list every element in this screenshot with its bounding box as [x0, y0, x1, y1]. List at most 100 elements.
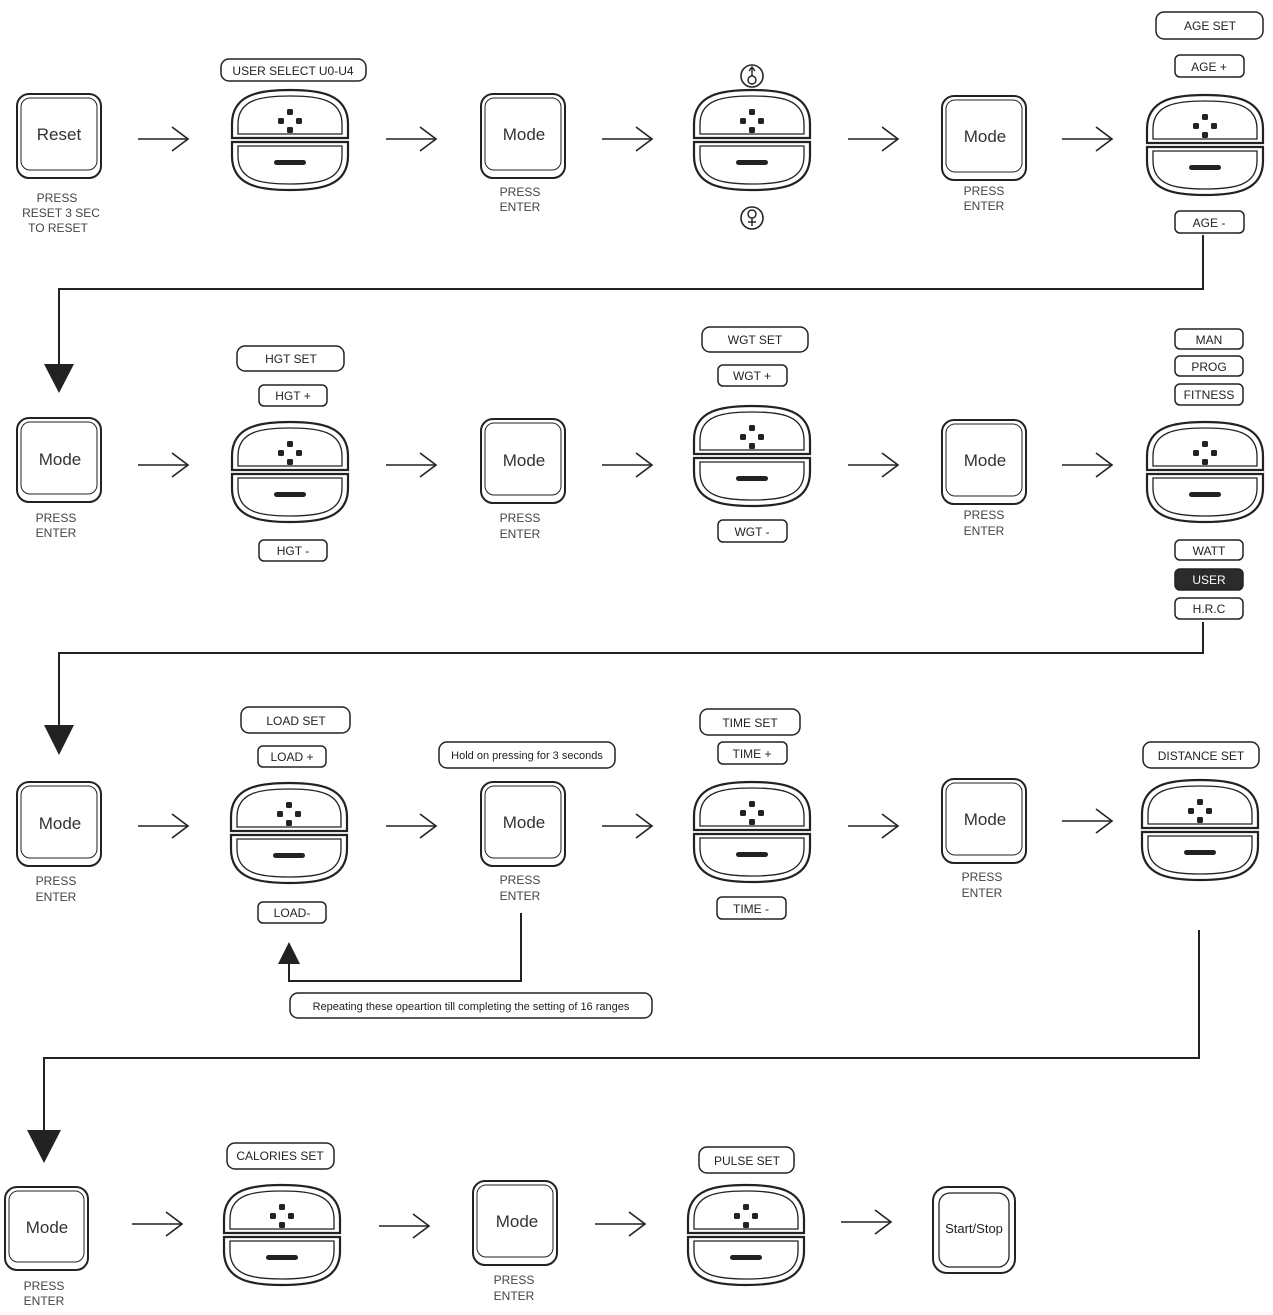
svg-text:Mode: Mode — [964, 451, 1007, 470]
svg-text:PRESS: PRESS — [964, 508, 1005, 522]
svg-text:ENTER: ENTER — [964, 524, 1005, 538]
svg-text:PRESS: PRESS — [36, 874, 77, 888]
flow-arrow — [601, 126, 653, 152]
male-icon — [740, 64, 764, 88]
svg-text:Mode: Mode — [39, 814, 82, 833]
svg-text:ENTER: ENTER — [500, 889, 541, 903]
gender-rocker[interactable] — [692, 88, 812, 192]
svg-text:HGT +: HGT + — [275, 389, 310, 403]
svg-text:PRESS: PRESS — [500, 185, 541, 199]
svg-text:TIME SET: TIME SET — [722, 716, 778, 730]
flow-arrow — [137, 813, 189, 839]
program-tag-user-selected: USER — [1174, 568, 1244, 591]
program-tag-hrc: H.R.C — [1174, 597, 1244, 620]
time-plus-tag: TIME + — [717, 741, 788, 765]
svg-text:ENTER: ENTER — [494, 1289, 535, 1303]
load-plus-tag: LOAD + — [257, 745, 327, 768]
mode-button-4[interactable]: Mode — [480, 418, 566, 504]
age-set-tag: AGE SET — [1155, 11, 1264, 40]
svg-text:PROG: PROG — [1191, 360, 1226, 374]
svg-text:Mode: Mode — [503, 125, 546, 144]
program-tag-fitness: FITNESS — [1174, 383, 1244, 406]
distance-rocker[interactable] — [1140, 778, 1260, 882]
svg-text:PRESS: PRESS — [500, 873, 541, 887]
loop-connector — [288, 913, 522, 982]
user-select-rocker[interactable] — [230, 88, 350, 192]
flow-arrow — [601, 452, 653, 478]
reset-caption-2: RESET 3 SEC — [22, 206, 100, 220]
pulse-set-tag: PULSE SET — [698, 1146, 795, 1174]
svg-text:WGT +: WGT + — [733, 369, 771, 383]
program-tag-watt: WATT — [1174, 539, 1244, 561]
svg-text:PULSE SET: PULSE SET — [714, 1154, 781, 1168]
svg-text:Repeating these opeartion till: Repeating these opeartion till completin… — [313, 1001, 630, 1013]
mode-button-8[interactable]: Mode — [941, 778, 1027, 864]
wgt-plus-tag: WGT + — [717, 364, 788, 387]
svg-text:AGE -: AGE - — [1193, 216, 1226, 230]
svg-text:Mode: Mode — [503, 813, 546, 832]
mode-button-10[interactable]: Mode — [472, 1180, 558, 1266]
svg-text:HGT SET: HGT SET — [265, 352, 317, 366]
svg-text:Hold on pressing for 3 seconds: Hold on pressing for 3 seconds — [451, 750, 603, 762]
svg-text:PRESS: PRESS — [494, 1273, 535, 1287]
svg-text:LOAD SET: LOAD SET — [266, 714, 326, 728]
load-rocker[interactable] — [229, 781, 349, 885]
loop-arrowhead — [278, 942, 300, 964]
svg-text:ENTER: ENTER — [500, 200, 541, 214]
program-rocker[interactable] — [1145, 420, 1265, 524]
mode-button-7[interactable]: Mode — [480, 781, 566, 867]
svg-text:PRESS: PRESS — [24, 1279, 65, 1293]
repeat-note-tag: Repeating these opeartion till completin… — [289, 992, 653, 1019]
svg-text:Start/Stop: Start/Stop — [945, 1221, 1003, 1236]
svg-text:LOAD +: LOAD + — [270, 750, 313, 764]
svg-text:WGT SET: WGT SET — [728, 333, 783, 347]
flow-arrow — [1061, 452, 1113, 478]
reset-button[interactable]: Reset — [16, 93, 102, 179]
svg-text:USER: USER — [1192, 573, 1226, 587]
svg-text:Mode: Mode — [496, 1212, 539, 1231]
flow-arrow — [601, 813, 653, 839]
mode-button-6[interactable]: Mode — [16, 781, 102, 867]
age-rocker[interactable] — [1145, 93, 1265, 197]
svg-text:ENTER: ENTER — [500, 527, 541, 541]
hgt-set-tag: HGT SET — [236, 345, 345, 372]
svg-text:WATT: WATT — [1193, 544, 1226, 558]
flow-arrow — [847, 452, 899, 478]
svg-text:ENTER: ENTER — [36, 890, 77, 904]
time-rocker[interactable] — [692, 780, 812, 884]
flow-arrow — [137, 126, 189, 152]
pulse-rocker[interactable] — [686, 1183, 806, 1287]
user-select-tag: USER SELECT U0-U4 — [220, 58, 367, 82]
svg-text:PRESS: PRESS — [36, 511, 77, 525]
flow-arrow — [1061, 126, 1113, 152]
connector-arrowhead — [44, 725, 74, 755]
mode-button-3[interactable]: Mode — [16, 417, 102, 503]
program-tag-man: MAN — [1174, 328, 1244, 350]
mode-button-2[interactable]: Mode — [941, 95, 1027, 181]
svg-text:TIME -: TIME - — [733, 902, 769, 916]
start-stop-button[interactable]: Start/Stop — [932, 1186, 1016, 1274]
wgt-rocker[interactable] — [692, 404, 812, 508]
svg-text:PRESS: PRESS — [962, 870, 1003, 884]
distance-set-tag: DISTANCE SET — [1142, 741, 1260, 769]
svg-text:MAN: MAN — [1196, 333, 1223, 347]
calories-rocker[interactable] — [222, 1183, 342, 1287]
flow-arrow — [378, 1213, 430, 1239]
connector-line — [58, 235, 1204, 366]
hgt-rocker[interactable] — [230, 420, 350, 524]
svg-text:ENTER: ENTER — [24, 1294, 65, 1308]
flow-arrow — [840, 1209, 892, 1235]
svg-text:H.R.C: H.R.C — [1193, 602, 1226, 616]
mode-button-9[interactable]: Mode — [4, 1186, 89, 1271]
flow-arrow — [594, 1211, 646, 1237]
svg-text:Mode: Mode — [39, 450, 82, 469]
svg-text:Mode: Mode — [964, 127, 1007, 146]
flow-arrow — [131, 1211, 183, 1237]
svg-text:LOAD-: LOAD- — [274, 906, 311, 920]
mode-button-5[interactable]: Mode — [941, 419, 1027, 505]
mode-button-1[interactable]: Mode — [480, 93, 566, 179]
flow-arrow — [847, 813, 899, 839]
age-plus-tag: AGE + — [1174, 54, 1245, 78]
hold-note-tag: Hold on pressing for 3 seconds — [438, 741, 616, 769]
